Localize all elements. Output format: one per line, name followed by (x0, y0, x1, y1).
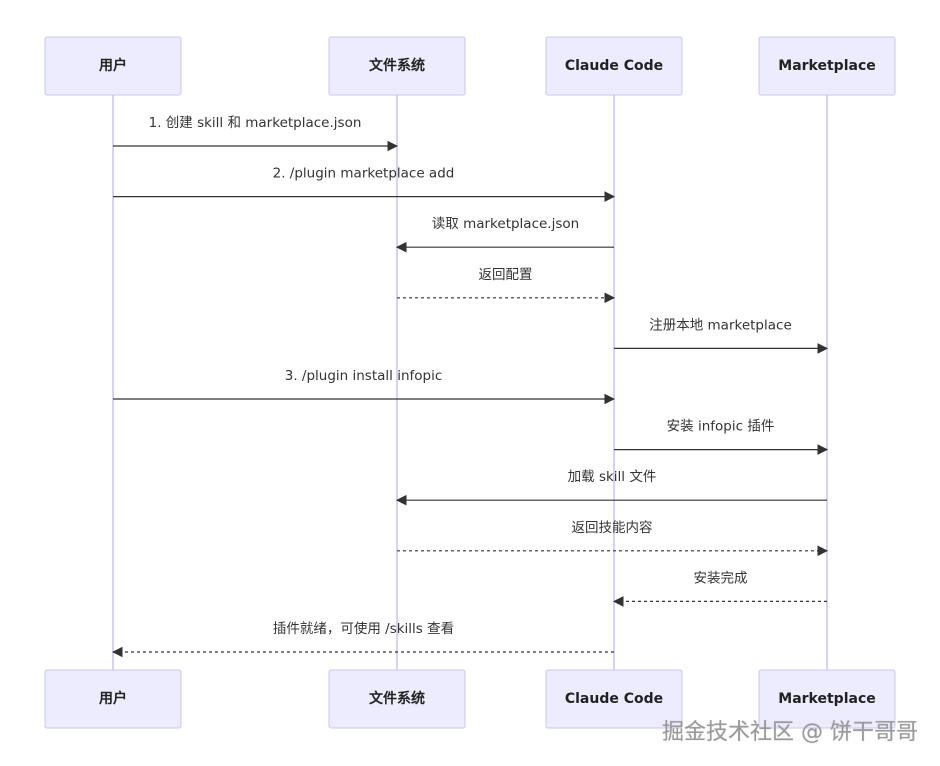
message-3: 读取 marketplace.json (395, 216, 614, 253)
actor-label-market: Marketplace (778, 691, 875, 707)
actor-box-shape (328, 36, 466, 96)
actor-box-shape (545, 36, 683, 96)
actor-box-fs-top: 文件系统 (328, 36, 466, 96)
message-label: 3. /plugin install infopic (285, 368, 443, 384)
watermark-text: 掘金技术社区 @ 饼干哥哥 (662, 720, 918, 745)
message-9: 返回技能内容 (397, 519, 829, 557)
actor-label-claude: Claude Code (565, 691, 663, 707)
message-label: 返回配置 (479, 267, 533, 283)
message-4: 返回配置 (397, 267, 616, 304)
message-label: 返回技能内容 (572, 519, 653, 536)
actor-label-user: 用户 (99, 57, 127, 74)
actor-box-shape (758, 669, 896, 729)
message-label: 安装 infopic 插件 (667, 419, 775, 435)
actor-box-claude-top: Claude Code (545, 36, 683, 96)
message-2: 2. /plugin marketplace add (113, 166, 616, 203)
actor-box-shape (44, 669, 182, 729)
actor-label-fs: 文件系统 (369, 690, 425, 707)
actor-box-market-bottom: Marketplace (758, 669, 896, 729)
actor-box-user-bottom: 用户 (44, 669, 182, 729)
message-5: 注册本地 marketplace (614, 317, 829, 354)
actor-label-market: Marketplace (778, 58, 875, 74)
message-8: 加载 skill 文件 (395, 469, 827, 506)
message-label: 插件就绪，可使用 /skills 查看 (273, 620, 454, 637)
actor-label-claude: Claude Code (565, 58, 663, 74)
actor-box-shape (758, 36, 896, 96)
actor-label-user: 用户 (99, 690, 127, 707)
actor-box-fs-bottom: 文件系统 (328, 669, 466, 729)
actor-box-shape (545, 669, 683, 729)
message-11: 插件就绪，可使用 /skills 查看 (111, 620, 614, 658)
message-1: 1. 创建 skill 和 marketplace.json (113, 115, 399, 152)
message-6: 3. /plugin install infopic (113, 368, 616, 405)
message-10: 安装完成 (612, 570, 827, 607)
actor-box-user-top: 用户 (44, 36, 182, 96)
message-7: 安装 infopic 插件 (614, 419, 829, 456)
message-label: 1. 创建 skill 和 marketplace.json (149, 115, 362, 131)
actor-label-fs: 文件系统 (369, 57, 425, 74)
message-label: 注册本地 marketplace (649, 317, 792, 333)
message-label: 2. /plugin marketplace add (273, 166, 455, 182)
actor-box-shape (44, 36, 182, 96)
message-label: 加载 skill 文件 (568, 469, 657, 485)
message-label: 读取 marketplace.json (432, 216, 579, 232)
message-label: 安装完成 (694, 570, 748, 586)
actor-box-market-top: Marketplace (758, 36, 896, 96)
actor-box-shape (328, 669, 466, 729)
actor-box-claude-bottom: Claude Code (545, 669, 683, 729)
